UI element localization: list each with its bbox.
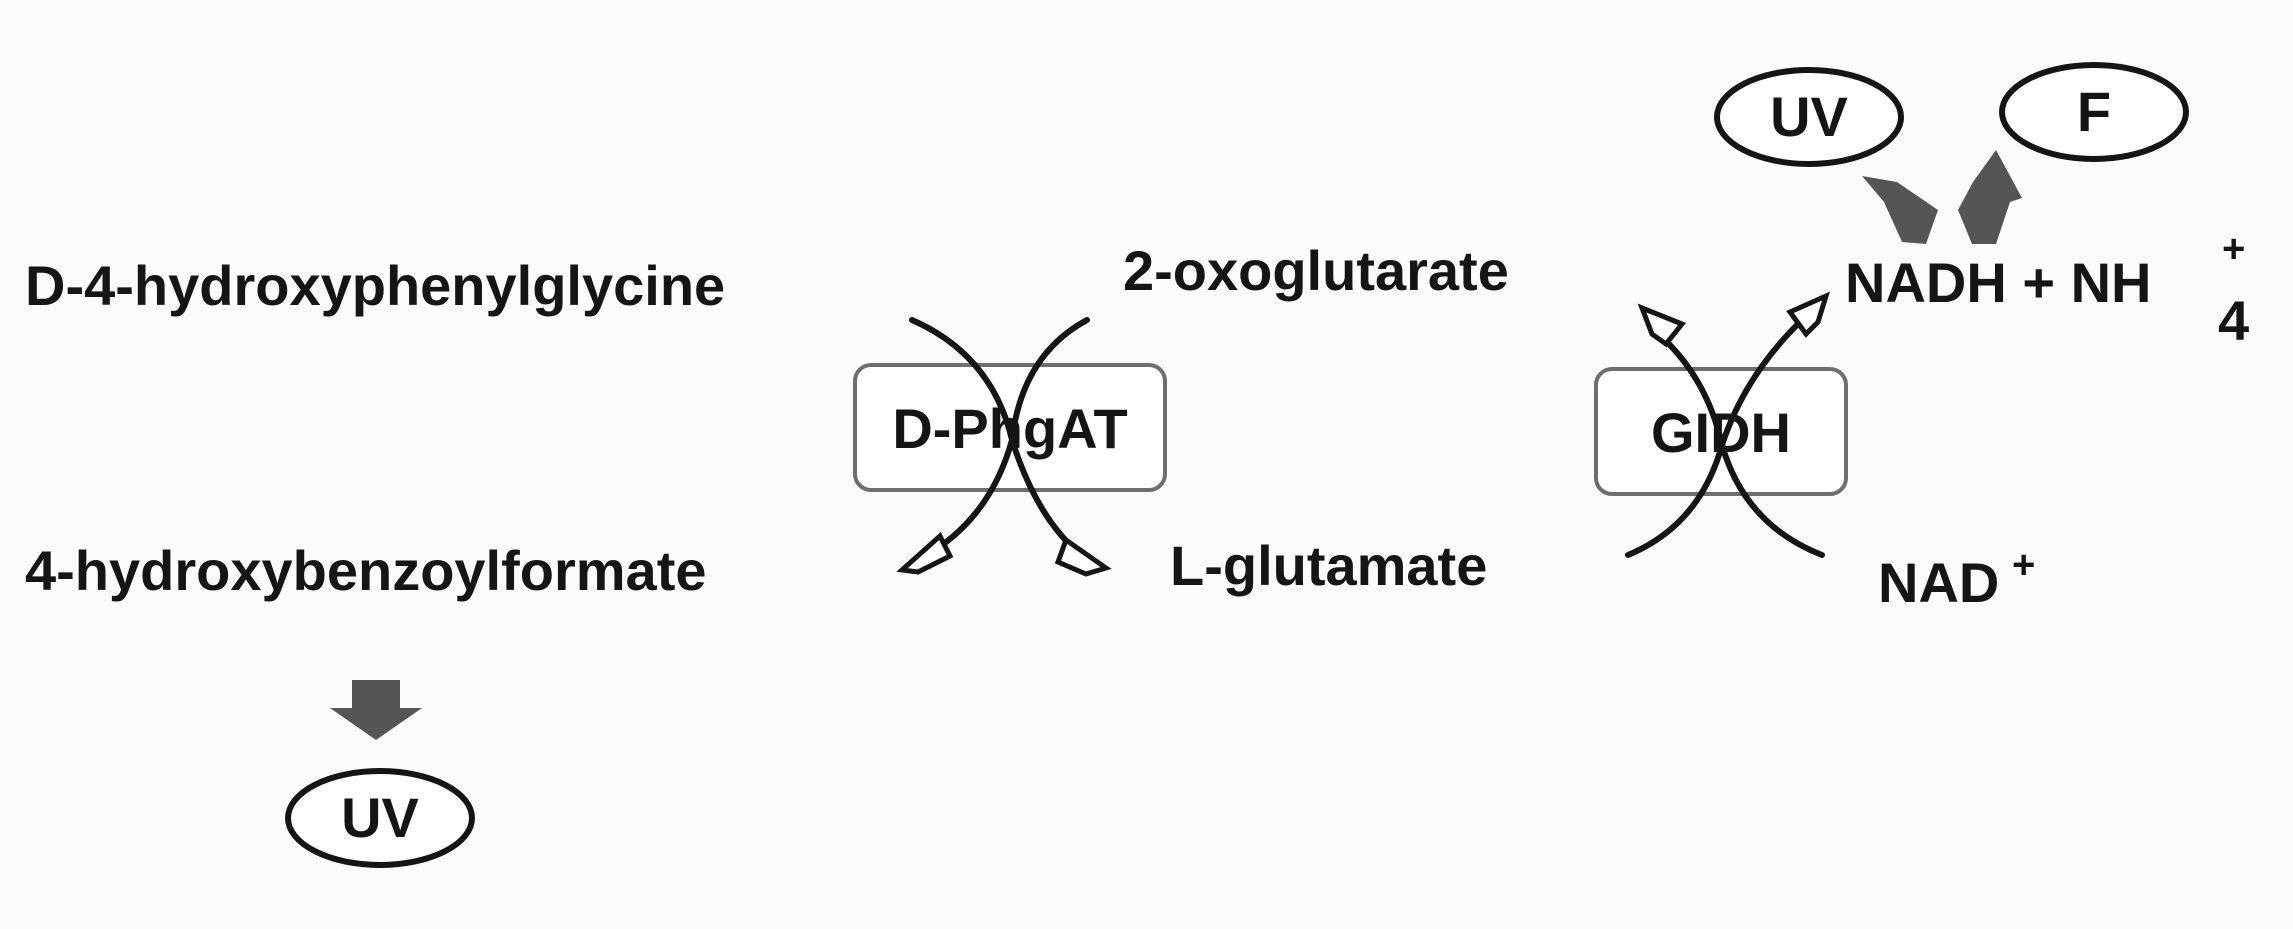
d-phgat-reaction-arrows <box>896 317 1112 577</box>
gidh-reaction-arrows <box>1625 291 1831 558</box>
uv-top-label: UV <box>1770 85 1848 148</box>
fluorescence-detection-oval: F <box>1999 62 2189 162</box>
uv-detection-oval-top: UV <box>1714 67 1904 167</box>
arrowhead-to-l-glutamate <box>1054 536 1112 577</box>
fluorescence-detection-arrow <box>1958 150 2022 244</box>
nad-charge-superscript: + <box>2012 543 2035 587</box>
arrowhead-to-4-hydroxybenzoylformate <box>896 531 954 575</box>
arrowhead-to-nadh <box>1786 291 1831 338</box>
2-oxoglutarate-label: 2-oxoglutarate <box>1123 239 1509 302</box>
nad-label: NAD <box>1878 551 1999 614</box>
l-glutamate-label: L-glutamate <box>1170 534 1487 597</box>
ammonium-charge-superscript: + <box>2222 227 2245 271</box>
uv-detection-oval-bottom: UV <box>285 768 475 868</box>
4-hydroxybenzoylformate-label: 4-hydroxybenzoylformate <box>25 539 707 602</box>
arrowhead-to-2-oxoglutarate <box>1637 303 1687 348</box>
nadh-plus-ammonium-label: NADH + NH <box>1845 251 2151 314</box>
uv-detection-arrow-bottom <box>330 680 422 740</box>
uv-detection-arrow-top <box>1862 176 1938 244</box>
ammonium-subscript: 4 <box>2218 289 2249 352</box>
uv-bottom-label: UV <box>341 786 419 849</box>
fluorescence-label: F <box>2077 80 2111 143</box>
d-4-hydroxyphenylglycine-label: D-4-hydroxyphenylglycine <box>25 254 725 317</box>
nadh-plus-nh-text: NADH + NH <box>1845 251 2151 314</box>
